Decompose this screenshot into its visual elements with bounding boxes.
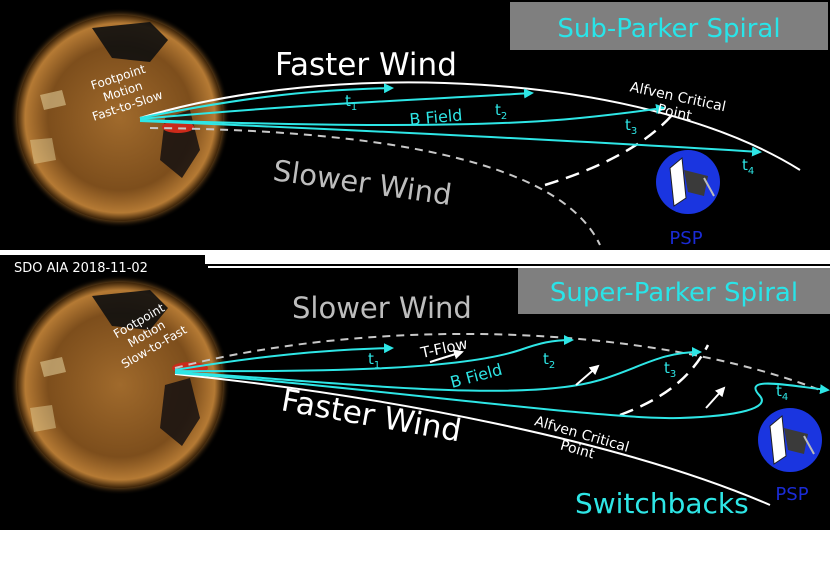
top-alfven-line2: Point (656, 102, 694, 125)
top-slow-wind-line (149, 127, 601, 246)
bottom-slower-wind-label: Slower Wind (292, 291, 472, 325)
top-time-label-2: t2 (495, 101, 507, 122)
top-time-label-3: t3 (625, 116, 637, 137)
top-b-field-label: B Field (409, 105, 463, 129)
top-fast-wind-line (139, 81, 801, 171)
bottom-panel: SDO AIA 2018-11-02 Super-Parker Spiral (0, 255, 830, 530)
bottom-field-line-t2 (174, 335, 574, 373)
switchbacks-label: Switchbacks (575, 487, 749, 520)
bottom-slow-wind-line (174, 332, 821, 391)
bottom-time-label-1: t1 (368, 350, 380, 371)
top-field-line-t3 (139, 104, 666, 126)
bottom-alfven-surface (619, 344, 710, 417)
bottom-field-line-t1 (174, 343, 394, 371)
bottom-fast-wind-line (174, 373, 771, 506)
flow-arrow-1 (575, 364, 600, 386)
top-sun-image (10, 8, 230, 228)
bottom-sun-image (10, 275, 230, 495)
top-alfven-surface (544, 114, 673, 187)
bottom-field-lines (174, 335, 830, 420)
bottom-flow-arrows (429, 349, 726, 409)
bottom-title-box (518, 268, 830, 314)
bottom-time-label-2: t2 (543, 350, 555, 371)
top-psp-probe (656, 150, 720, 214)
top-footpoint-region (162, 121, 194, 133)
bottom-field-line-t3 (174, 347, 702, 392)
bottom-margin (0, 530, 830, 562)
top-time-label-4: t4 (742, 156, 754, 177)
bottom-field-line-t4 (174, 372, 830, 420)
top-field-line-t2 (139, 88, 534, 120)
top-psp-label: PSP (669, 228, 702, 249)
bottom-time-label-3: t3 (664, 359, 676, 380)
top-field-line-t1 (139, 83, 394, 119)
top-title-box (510, 2, 828, 50)
top-title: Sub-Parker Spiral (557, 14, 780, 44)
top-faster-wind-label: Faster Wind (275, 47, 457, 83)
bottom-time-label-4: t4 (776, 382, 788, 403)
caption-text-overlay: SDO AIA 2018-11-02 (14, 261, 148, 276)
top-panel: Sub-Parker Spiral Faster Wind Slower Win… (0, 0, 830, 250)
bottom-psp-probe (758, 408, 822, 472)
top-field-line-t4 (139, 120, 762, 157)
bottom-psp-label: PSP (775, 484, 808, 505)
bottom-title: Super-Parker Spiral (550, 278, 798, 308)
top-time-label-1: t1 (345, 92, 357, 113)
flow-arrow-2 (705, 386, 726, 409)
t-flow-arrow (429, 349, 464, 363)
top-field-lines (139, 83, 762, 157)
